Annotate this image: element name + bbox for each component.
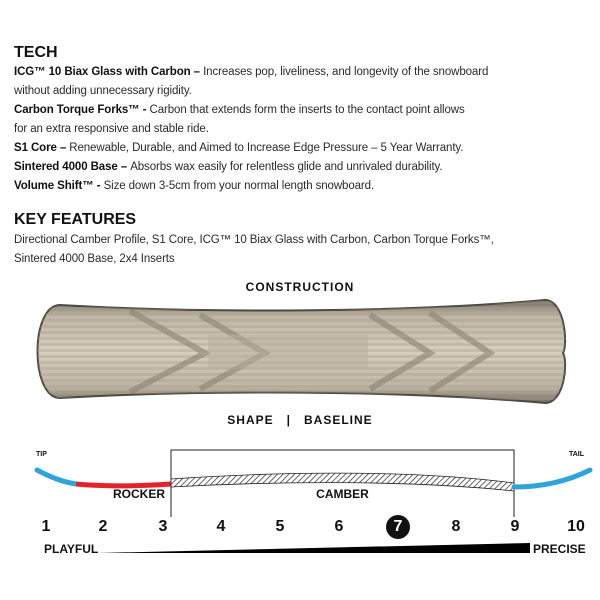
tech-item-name: Volume Shift™ — [14, 180, 94, 192]
scale-number: 2 — [98, 518, 108, 535]
scale-number: 8 — [451, 518, 461, 535]
scale-number: 10 — [567, 518, 585, 535]
tech-item-base: Sintered 4000 Base – Absorbs wax easily … — [14, 161, 443, 173]
tech-item-name: Carbon Torque Forks™ — [14, 104, 140, 116]
tech-item-name: Sintered 4000 Base — [14, 161, 118, 173]
tip-label: TIP — [36, 451, 47, 458]
scale-number: 4 — [216, 518, 226, 535]
scale-number: 1 — [41, 518, 51, 535]
tip-section — [34, 467, 79, 487]
tech-item-name: ICG™ 10 Biax Glass with Carbon — [14, 66, 191, 78]
separator: – — [117, 161, 131, 173]
tail-label: TAIL — [569, 451, 585, 458]
tech-item-desc: Carbon that extends form the inserts to … — [149, 104, 465, 116]
tech-heading: TECH — [14, 44, 58, 61]
separator: - — [139, 104, 150, 116]
construction-heading: CONSTRUCTION — [245, 280, 355, 294]
board-construction-image — [36, 298, 567, 405]
playful-precise-wedge — [98, 543, 530, 553]
tech-item-icg-cont: without adding unnecessary rigidity. — [14, 85, 192, 97]
separator: – — [56, 142, 70, 154]
tech-item-core: S1 Core – Renewable, Durable, and Aimed … — [14, 142, 463, 154]
camber-section — [170, 472, 515, 492]
precise-label: PRECISE — [533, 542, 586, 556]
tech-item-forks-cont: for an extra responsive and stable ride. — [14, 123, 209, 135]
shape-baseline-heading: SHAPE | BASELINE — [227, 413, 373, 427]
key-features-line: Directional Camber Profile, S1 Core, ICG… — [14, 234, 494, 246]
rocker-label: ROCKER — [112, 487, 165, 501]
playful-label: PLAYFUL — [44, 542, 99, 556]
tech-item-name: S1 Core — [14, 142, 57, 154]
scale-number: 3 — [158, 518, 168, 535]
tech-item-forks: Carbon Torque Forks™ - Carbon that exten… — [14, 104, 465, 116]
scale-number: 6 — [334, 518, 344, 535]
key-features-heading: KEY FEATURES — [14, 211, 137, 228]
tech-item-desc: Increases pop, liveliness, and longevity… — [203, 66, 489, 78]
baseline-profile-diagram — [34, 449, 593, 517]
tech-item-volume: Volume Shift™ - Size down 3-5cm from you… — [14, 180, 374, 192]
rocker-section — [75, 481, 172, 489]
tail-section — [511, 467, 593, 490]
tech-item-desc: Size down 3-5cm from your normal length … — [103, 180, 375, 192]
camber-label: CAMBER — [316, 487, 369, 501]
tech-item-icg: ICG™ 10 Biax Glass with Carbon – Increas… — [14, 66, 488, 78]
separator: – — [190, 66, 204, 78]
scale-number-selected: 7 — [393, 518, 403, 535]
tech-item-desc: Absorbs wax easily for relentless glide … — [130, 161, 443, 173]
scale-number: 5 — [275, 518, 285, 535]
scale-number: 9 — [510, 518, 520, 535]
separator: - — [93, 180, 104, 192]
selected-rating-marker — [386, 515, 410, 539]
tech-item-desc: Renewable, Durable, and Aimed to Increas… — [69, 142, 464, 154]
key-features-line: Sintered 4000 Base, 2x4 Inserts — [14, 253, 175, 265]
